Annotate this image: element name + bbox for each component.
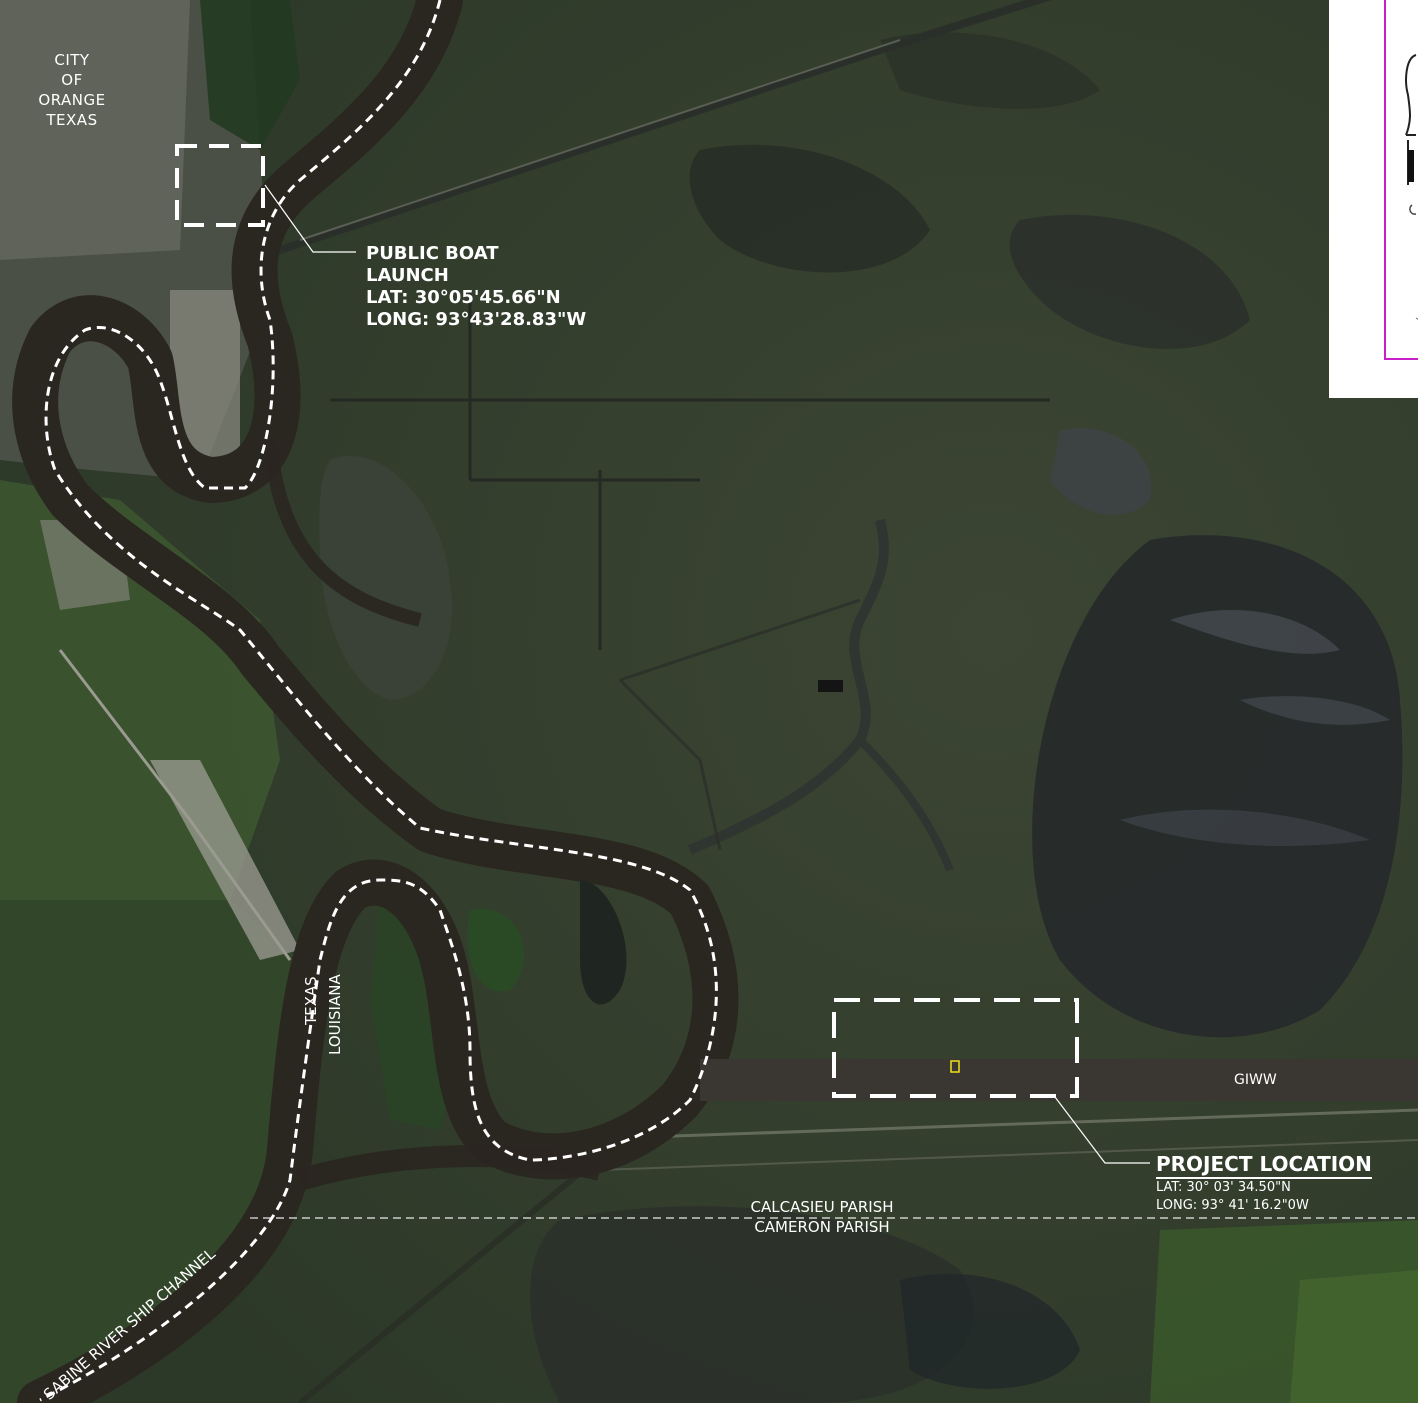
west-lake bbox=[319, 456, 452, 700]
project-location-title: PROJECT LOCATION bbox=[1156, 1152, 1372, 1179]
boat-launch-lat: LAT: 30°05'45.66"N bbox=[366, 287, 561, 308]
project-location-lat: LAT: 30° 03' 34.50"N bbox=[1156, 1180, 1291, 1195]
boat-launch-box bbox=[175, 144, 265, 227]
boat-launch-title-1: PUBLIC BOAT bbox=[366, 243, 499, 264]
state-west-label: TEXAS bbox=[302, 976, 320, 1025]
project-location-long: LONG: 93° 41' 16.2"0W bbox=[1156, 1198, 1309, 1213]
boat-launch-label: PUBLIC BOAT LAUNCH LAT: 30°05'45.66"N LO… bbox=[366, 243, 586, 331]
boat-launch-long: LONG: 93°43'28.83"W bbox=[366, 309, 587, 330]
dark-ponds-area bbox=[1032, 535, 1403, 1038]
boat-launch-leader bbox=[264, 184, 356, 253]
legend-frame bbox=[1384, 0, 1418, 360]
parish-south-label: CAMERON PARISH bbox=[754, 1218, 890, 1236]
oxbow-lake bbox=[580, 880, 627, 1005]
city-line-4: TEXAS bbox=[46, 111, 98, 129]
project-site-marker bbox=[950, 1060, 960, 1073]
small-pond bbox=[818, 680, 843, 692]
legend-panel bbox=[1329, 0, 1418, 398]
vicinity-sketch-icon bbox=[1405, 54, 1418, 320]
parish-north-label: CALCASIEU PARISH bbox=[750, 1198, 894, 1216]
project-location-leader bbox=[1054, 1096, 1150, 1164]
state-east-label: LOUISIANA bbox=[326, 974, 344, 1055]
state-boundary-dashed-line bbox=[39, 0, 718, 1402]
project-location-box bbox=[832, 998, 1079, 1098]
city-line-3: ORANGE bbox=[38, 91, 106, 109]
city-line-2: OF bbox=[61, 71, 83, 89]
boat-launch-title-2: LAUNCH bbox=[366, 265, 449, 286]
city-label: CITY OF ORANGE TEXAS bbox=[22, 50, 122, 130]
city-line-1: CITY bbox=[54, 51, 90, 69]
port-terminal bbox=[150, 760, 300, 960]
giww-label: GIWW bbox=[1234, 1072, 1277, 1088]
